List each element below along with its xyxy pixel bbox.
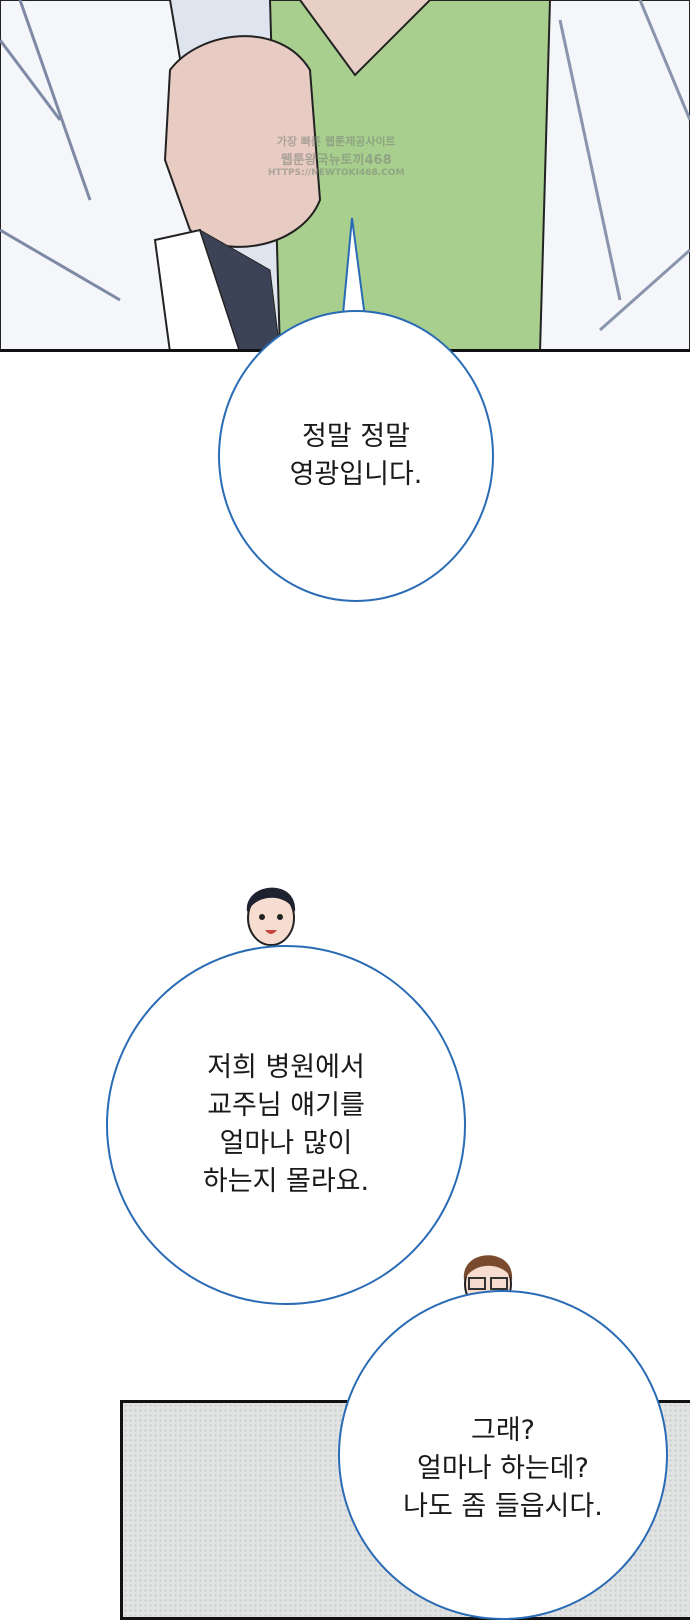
speech-bubble-3: 그래? 얼마나 하는데? 나도 좀 들읍시다.	[338, 1290, 668, 1620]
watermark-line1: 가장 빠른 웹툰제공사이트	[276, 135, 396, 148]
speech-bubble-2: 저희 병원에서 교주님 얘기를 얼마나 많이 하는지 몰라요.	[106, 945, 466, 1305]
speech-bubble-tail	[340, 217, 368, 325]
bubble-text: 그래?	[470, 1415, 535, 1446]
character-face-doctor	[246, 887, 296, 946]
watermark-line3: HTTPS://NEWTOKI468.COM	[268, 168, 405, 178]
watermark: 가장 빠른 웹툰제공사이트 웹툰왕국뉴토끼468 HTTPS://NEWTOKI…	[268, 133, 404, 178]
bubble-text: 교주님 얘기를	[207, 1090, 365, 1121]
comic-panel-top: 가장 빠른 웹툰제공사이트 웹툰왕국뉴토끼468 HTTPS://NEWTOKI…	[0, 0, 690, 352]
bubble-text: 얼마나 많이	[219, 1128, 353, 1159]
bubble-text: 나도 좀 들읍시다.	[403, 1491, 603, 1522]
bubble-text: 하는지 몰라요.	[202, 1166, 370, 1197]
bubble-text: 얼마나 하는데?	[417, 1453, 589, 1484]
watermark-line2: 웹툰왕국뉴토끼468	[280, 153, 392, 168]
bubble-text: 영광입니다.	[289, 459, 423, 490]
doctor-fist-illustration	[0, 0, 690, 349]
bubble-text: 정말 정말	[302, 421, 410, 452]
bubble-text: 저희 병원에서	[207, 1052, 365, 1083]
speech-bubble-1: 정말 정말 영광입니다.	[218, 310, 494, 602]
